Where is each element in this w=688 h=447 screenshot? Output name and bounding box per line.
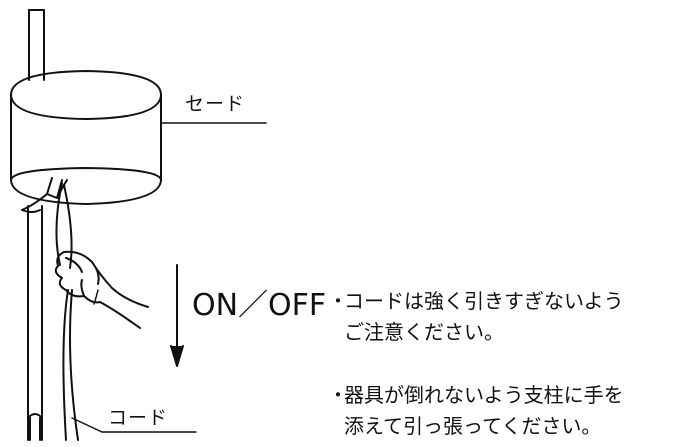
pole-upper bbox=[28, 9, 45, 81]
pull-cord bbox=[55, 182, 79, 441]
bullet: ・ bbox=[328, 289, 348, 313]
cord-leader-line bbox=[71, 417, 197, 433]
note-support-pole: ・器具が倒れないよう支柱に手を 添えて引っ張ってください。 bbox=[328, 380, 624, 442]
bullet: ・ bbox=[328, 383, 348, 407]
note-line: 器具が倒れないよう支柱に手を bbox=[344, 383, 624, 407]
cord-label: コード bbox=[108, 407, 169, 429]
cord-switch-bracket bbox=[21, 177, 68, 213]
pull-arrow-icon bbox=[170, 264, 184, 367]
shade-label: セード bbox=[185, 93, 246, 115]
note-line: ご注意ください。 bbox=[344, 320, 504, 344]
pole-lower bbox=[27, 205, 43, 441]
note-line: 添えて引っ張ってください。 bbox=[344, 414, 602, 438]
note-line: コードは強く引きすぎないよう bbox=[344, 289, 624, 313]
on-off-label: ON／OFF bbox=[192, 288, 327, 323]
note-pull-gently: ・コードは強く引きすぎないよう ご注意ください。 bbox=[328, 286, 624, 348]
lamp-shade bbox=[10, 70, 162, 205]
hand bbox=[54, 250, 149, 329]
